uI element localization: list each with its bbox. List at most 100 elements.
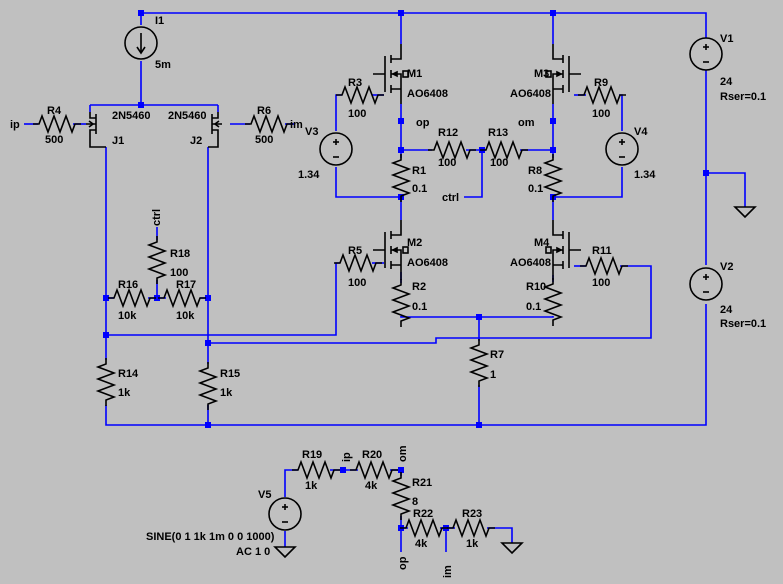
R13-value: 100 <box>490 157 508 169</box>
R17-name: R17 <box>176 279 196 291</box>
V2-name: V2 <box>720 261 733 273</box>
resistor-R3: R3 100 <box>335 77 385 120</box>
jfet-J2: 2N5460 J2 <box>168 110 222 148</box>
R8-name: R8 <box>528 165 542 177</box>
net-op-out: op <box>397 556 409 570</box>
R22-name: R22 <box>413 508 433 520</box>
R5-value: 100 <box>348 277 366 289</box>
R18-name: R18 <box>170 248 190 260</box>
resistor-R21: R21 8 <box>392 471 432 521</box>
J2-value: 2N5460 <box>168 110 207 122</box>
resistor-R5: R5 100 <box>333 245 383 289</box>
V4-value: 1.34 <box>634 169 656 181</box>
R3-value: 100 <box>348 108 366 120</box>
ground-icon-v5 <box>274 546 296 558</box>
resistor-R18: R18 100 <box>148 235 190 285</box>
R21-name: R21 <box>412 477 432 489</box>
R10-name: R10 <box>526 281 546 293</box>
resistor-R11: R11 100 <box>579 245 629 289</box>
resistor-R15: R15 1k <box>199 361 240 411</box>
M2-value: AO6408 <box>407 257 448 269</box>
R1-value: 0.1 <box>412 183 427 195</box>
net-ip-out: ip <box>341 452 353 462</box>
R11-value: 100 <box>592 277 610 289</box>
R12-value: 100 <box>438 157 456 169</box>
R9-value: 100 <box>592 108 610 120</box>
R2-value: 0.1 <box>412 301 427 313</box>
resistor-R1: R1 0.1 <box>392 153 427 203</box>
J1-name: J1 <box>112 135 124 147</box>
R5-name: R5 <box>348 245 362 257</box>
mosfet-M2: M2 AO6408 <box>372 219 448 281</box>
resistor-R9: R9 100 <box>577 77 627 120</box>
R14-value: 1k <box>118 387 131 399</box>
R16-value: 10k <box>118 310 137 322</box>
resistor-R8: R8 0.1 <box>528 153 562 203</box>
net-op: op <box>416 117 430 129</box>
mosfet-M1: M1 AO6408 <box>372 43 448 105</box>
V3-value: 1.34 <box>298 169 320 181</box>
current-source-I1: I1 5m <box>124 15 171 71</box>
ground-icon-r23 <box>501 542 523 554</box>
net-labels: ip im op om ctrl ctrl ip om op im <box>10 117 535 578</box>
V2-value: 24 <box>720 304 733 316</box>
resistor-R20: R20 4k <box>349 449 399 492</box>
M1-name: M1 <box>407 68 422 80</box>
R19-name: R19 <box>302 449 322 461</box>
net-ctrl-top: ctrl <box>151 209 163 226</box>
resistor-R7: R7 1 <box>470 338 504 388</box>
V5-value: SINE(0 1 1k 1m 0 0 1000) <box>146 531 275 543</box>
resistor-R17: R17 10k <box>157 279 207 322</box>
R20-value: 4k <box>365 480 378 492</box>
R7-name: R7 <box>490 349 504 361</box>
R23-name: R23 <box>462 508 482 520</box>
resistor-R10: R10 0.1 <box>526 277 562 327</box>
resistor-R23: R23 1k <box>446 508 496 550</box>
resistor-R4: R4 500 <box>32 105 82 146</box>
J2-name: J2 <box>190 135 202 147</box>
resistor-R16: R16 10k <box>107 279 157 322</box>
R22-value: 4k <box>415 538 428 550</box>
V3-name: V3 <box>305 126 318 138</box>
M1-value: AO6408 <box>407 88 448 100</box>
V1-name: V1 <box>720 33 733 45</box>
R15-value: 1k <box>220 387 233 399</box>
net-im-input: im <box>290 119 303 131</box>
R12-name: R12 <box>438 127 458 139</box>
V1-rser: Rser=0.1 <box>720 91 766 103</box>
resistor-R19: R19 1k <box>291 449 341 492</box>
ground-icon <box>734 206 756 218</box>
voltage-source-V5: V5 SINE(0 1 1k 1m 0 0 1000) AC 1 0 <box>146 489 302 558</box>
R18-value: 100 <box>170 267 188 279</box>
resistor-R2: R2 0.1 <box>392 278 427 328</box>
R13-name: R13 <box>488 127 508 139</box>
M4-value: AO6408 <box>510 257 551 269</box>
R10-value: 0.1 <box>526 301 541 313</box>
R4-value: 500 <box>45 134 63 146</box>
R9-name: R9 <box>594 77 608 89</box>
V4-name: V4 <box>634 126 648 138</box>
I1-value: 5m <box>155 59 171 71</box>
R16-name: R16 <box>118 279 138 291</box>
R6-name: R6 <box>257 105 271 117</box>
resistor-R22: R22 4k <box>399 508 449 550</box>
R2-name: R2 <box>412 281 426 293</box>
net-ctrl-right: ctrl <box>442 192 459 204</box>
voltage-source-V2: V2 24 Rser=0.1 <box>689 261 766 330</box>
jfet-J1: 2N5460 J1 <box>86 110 151 148</box>
R3-name: R3 <box>348 77 362 89</box>
mosfet-M3: M3 AO6408 <box>510 43 582 105</box>
voltage-source-V3: V3 1.34 <box>298 126 353 181</box>
I1-name: I1 <box>155 15 164 27</box>
R11-name: R11 <box>592 245 612 257</box>
R19-value: 1k <box>305 480 318 492</box>
R8-value: 0.1 <box>528 183 543 195</box>
M3-value: AO6408 <box>510 88 551 100</box>
V2-rser: Rser=0.1 <box>720 318 766 330</box>
V5-ac: AC 1 0 <box>236 546 270 558</box>
R7-value: 1 <box>490 369 496 381</box>
R14-name: R14 <box>118 368 139 380</box>
R21-value: 8 <box>412 496 418 508</box>
M3-name: M3 <box>534 68 549 80</box>
M4-name: M4 <box>534 237 550 249</box>
